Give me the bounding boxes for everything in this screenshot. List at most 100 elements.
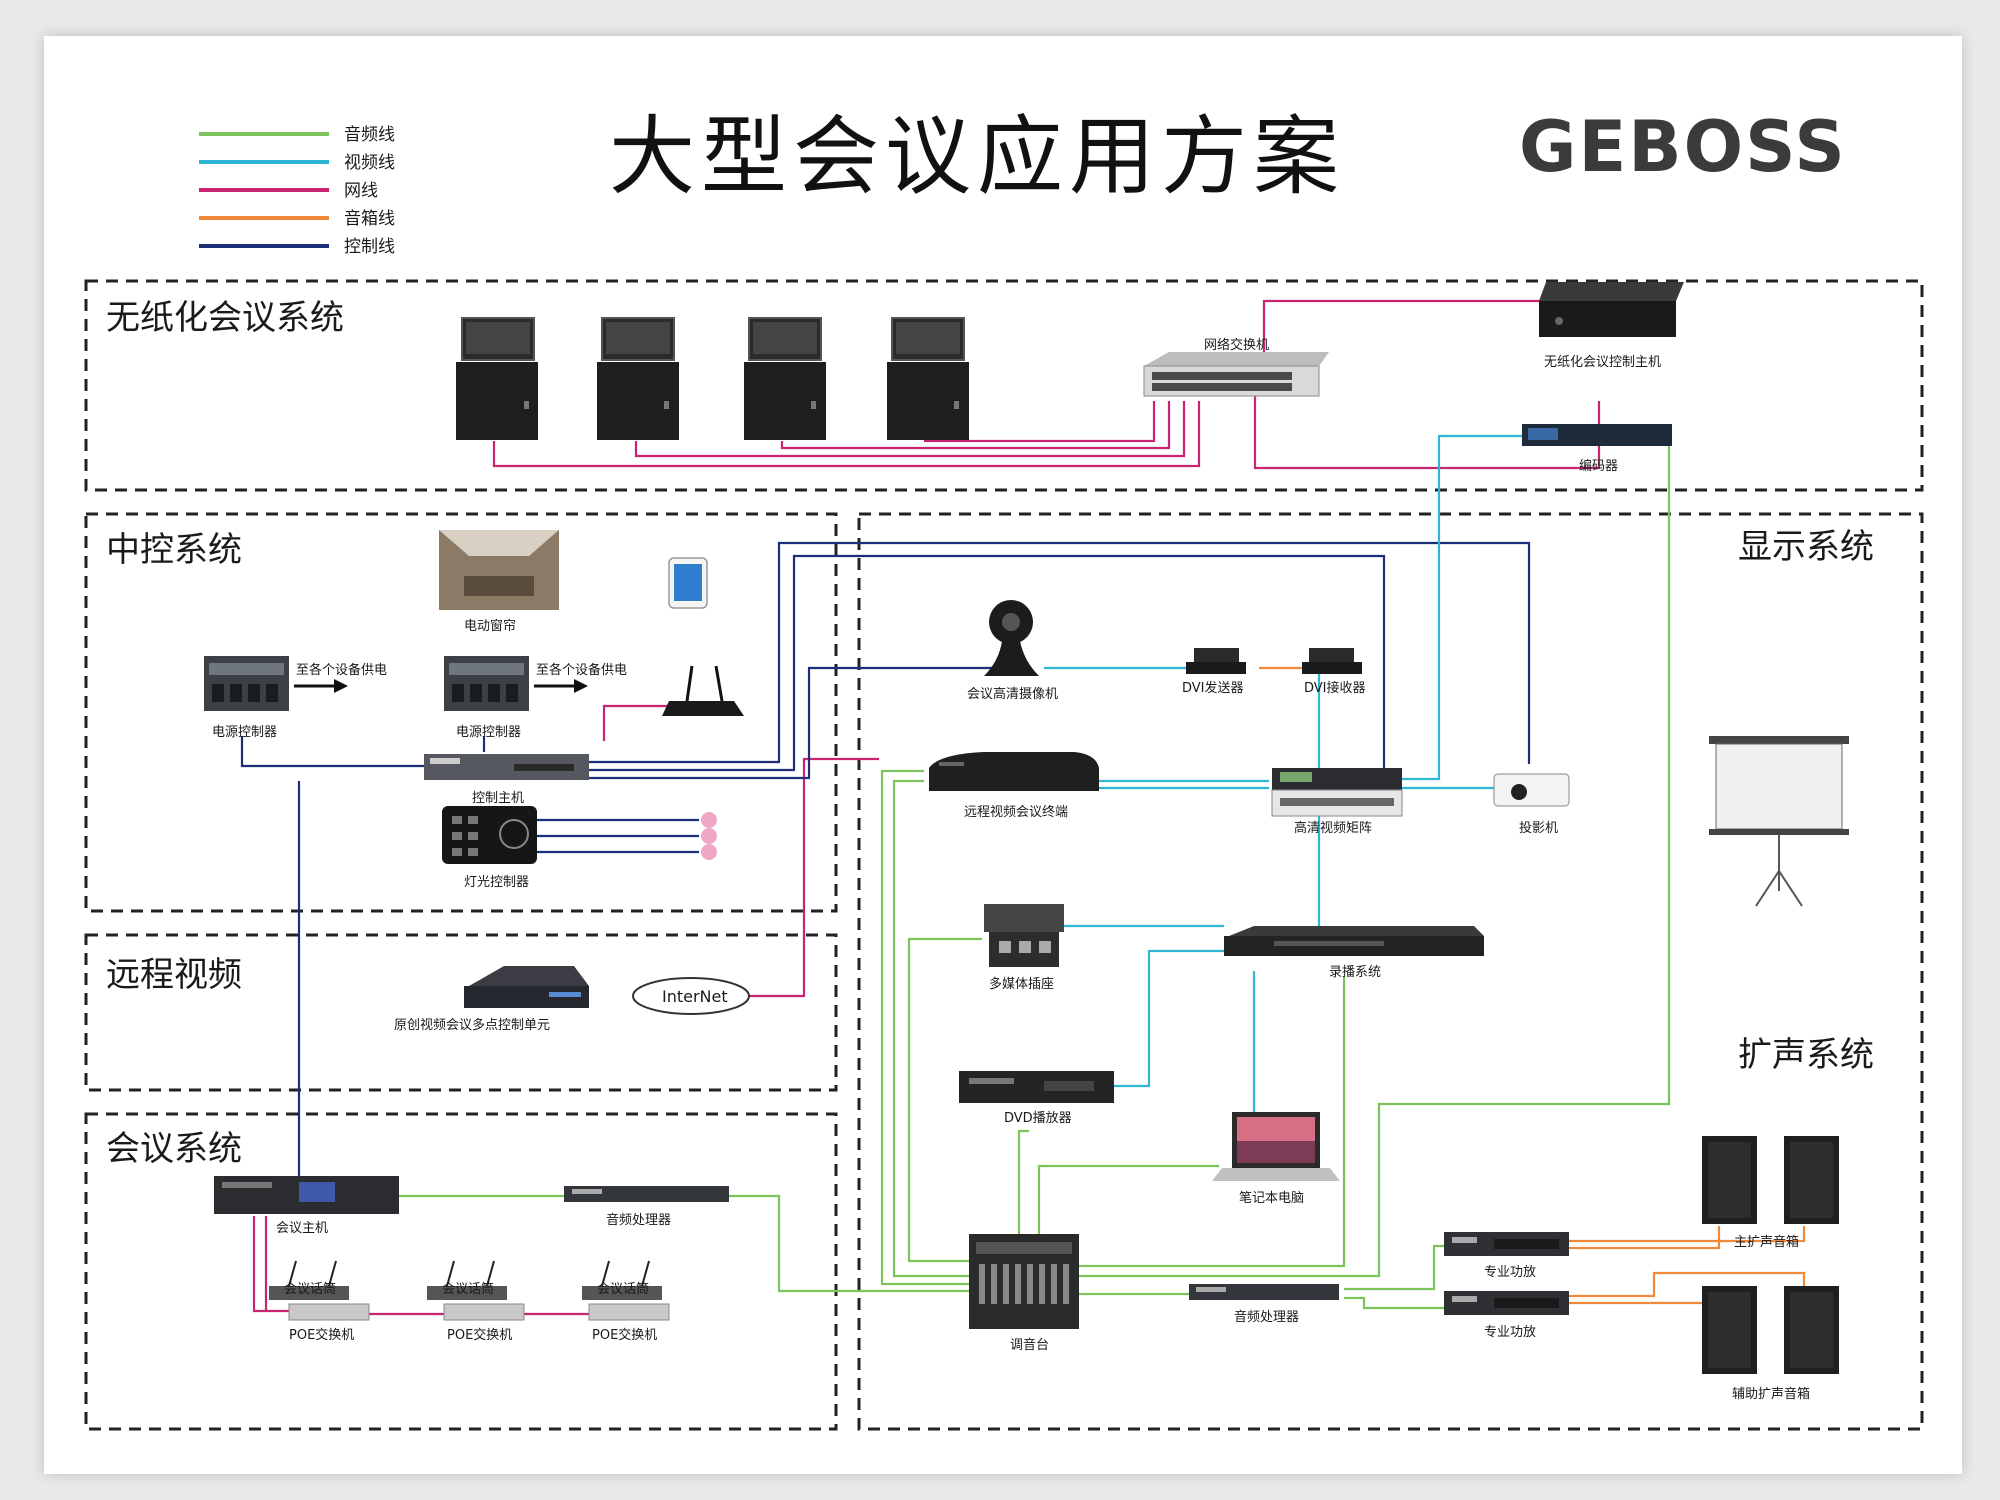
mic-base [269, 1286, 349, 1300]
net-line-screen1 [492, 401, 1201, 468]
paperless-screen-4 [887, 317, 969, 440]
light-bulb-icon [701, 828, 717, 844]
audio-line-procsr-amp2 [1344, 1296, 1444, 1310]
amplifier-2-label: 专业功放 [1484, 1325, 1536, 1340]
recording-system: 录播系统 [1224, 926, 1484, 980]
poe-2-label: POE交换机 [447, 1327, 512, 1343]
encoder-label: 编码器 [1579, 459, 1618, 474]
dvd-player: DVD播放器 [959, 1071, 1114, 1126]
ctrl-line-camera [589, 666, 994, 780]
mcu-unit: 原创视频会议多点控制单元 [394, 966, 589, 1033]
net-line-screen2 [634, 401, 1186, 458]
tablet-image [668, 557, 708, 609]
legend-network-label: 网线 [344, 181, 378, 201]
control-host: 控制主机 [424, 754, 589, 806]
poe-3-label: POE交换机 [592, 1327, 657, 1343]
section-paperless-title: 无纸化会议系统 [106, 298, 344, 338]
paperless-screen-3 [744, 317, 826, 440]
audio-line-mixer-terminal-b [880, 769, 969, 1286]
audio-line-mixer-terminal-a [892, 779, 969, 1278]
hd-camera-label: 会议高清摄像机 [967, 686, 1058, 702]
audio-processor-2-label: 音频处理器 [1234, 1309, 1299, 1325]
power-controller-2-label: 电源控制器 [456, 725, 521, 740]
video-line-matrix-encoder [1399, 434, 1524, 781]
paperless-host-label: 无纸化会议控制主机 [1544, 355, 1661, 370]
projector-label: 投影机 [1519, 820, 1558, 836]
audio-line-mixer-encoder [1079, 436, 1671, 1278]
dvi-transmitter: DVI发送器 [1182, 648, 1246, 696]
mic-group-3: 会议话筒 POE交换机 [582, 1260, 670, 1343]
laptop: 笔记本电脑 [1212, 1112, 1340, 1206]
hd-video-matrix: 高清视频矩阵 [1271, 768, 1403, 836]
wifi-router [662, 665, 744, 716]
paperless-screen-1 [456, 317, 538, 440]
legend-control-label: 控制线 [344, 237, 395, 257]
dvi-receiver: DVI接收器 [1302, 648, 1366, 696]
ctrl-line-matrix [589, 554, 1386, 772]
curtain-photo: 电动窗帘 [439, 530, 559, 634]
spk-line-amp2-aux-a [1569, 1271, 1806, 1298]
audio-line-mixer-laptop [1037, 1164, 1219, 1246]
poe-1-label: POE交换机 [289, 1327, 354, 1343]
internet-label: InterNet [662, 987, 728, 1006]
power-note-2: 至各个设备供电 [536, 662, 627, 678]
amplifier-1-label: 专业功放 [1484, 1265, 1536, 1280]
amplifier-1: 专业功放 [1444, 1232, 1569, 1280]
recording-system-label: 录播系统 [1329, 965, 1381, 980]
mic-1-label: 会议话筒 [284, 1281, 336, 1297]
light-bulbs [701, 812, 717, 860]
hd-video-matrix-label: 高清视频矩阵 [1294, 820, 1372, 836]
section-paperless-frame [84, 279, 1924, 492]
power-controller-1: 至各个设备供电 电源控制器 [204, 656, 387, 740]
laptop-label: 笔记本电脑 [1239, 1190, 1304, 1206]
mcu-label: 原创视频会议多点控制单元 [394, 1017, 550, 1033]
section-conference-title: 会议系统 [106, 1129, 242, 1169]
audio-processor-1: 音频处理器 [564, 1186, 729, 1228]
power-controller-2: 至各个设备供电 电源控制器 [444, 656, 627, 740]
video-conference-terminal: 远程视频会议终端 [929, 752, 1099, 820]
section-remote-frame [84, 933, 838, 1092]
main-speaker-label: 主扩声音箱 [1734, 1234, 1799, 1250]
mixer: 调音台 [969, 1234, 1079, 1353]
projector: 投影机 [1493, 773, 1570, 836]
section-central-frame [84, 512, 838, 913]
audio-line-mixer-recording [1079, 976, 1346, 1268]
control-host-label: 控制主机 [472, 791, 524, 806]
audio-line-mixer-floorbox [907, 937, 982, 1263]
light-bulb-icon [701, 812, 717, 828]
floor-box: 多媒体插座 [984, 904, 1064, 992]
encoder: 编码器 [1522, 424, 1672, 474]
audio-processor-1-label: 音频处理器 [606, 1212, 671, 1228]
spk-line-amp1-main-b [1569, 1226, 1721, 1250]
power-controller-1-label: 电源控制器 [212, 725, 277, 740]
network-switch: 网络交换机 [1143, 337, 1329, 397]
paperless-host: 无纸化会议控制主机 [1539, 282, 1684, 370]
audio-line-procsr-mixer [724, 1194, 969, 1293]
mic-group-1: 会议话筒 POE交换机 [269, 1260, 370, 1343]
mic-group-2: 会议话筒 POE交换机 [427, 1260, 525, 1343]
projection-screen [1709, 736, 1849, 907]
brand-logo: GEBOSS [1519, 106, 1847, 188]
light-bulb-icon [701, 844, 717, 860]
aux-speaker-label: 辅助扩声音箱 [1732, 1386, 1810, 1402]
hd-camera: 会议高清摄像机 [967, 600, 1058, 702]
legend-speaker-label: 音箱线 [344, 209, 395, 229]
section-display-title: 显示系统 [1738, 527, 1874, 567]
dvd-player-label: DVD播放器 [1004, 1111, 1072, 1126]
dvi-receiver-label: DVI接收器 [1304, 680, 1366, 696]
main-speakers: 主扩声音箱 [1702, 1136, 1839, 1250]
dvi-transmitter-label: DVI发送器 [1182, 680, 1244, 696]
internet-cloud: InterNet [632, 977, 750, 1015]
brand-logo-text: GEBOSS [1519, 106, 1847, 188]
amplifier-2: 专业功放 [1444, 1291, 1569, 1340]
mic-3-label: 会议话筒 [597, 1281, 649, 1297]
section-remote-title: 远程视频 [106, 955, 242, 995]
legend-video-label: 视频线 [344, 153, 395, 173]
section-conference-frame [84, 1112, 838, 1431]
legend: 音频线 视频线 网线 音箱线 控制线 [199, 125, 395, 257]
video-line-floorbox-recording [1052, 924, 1224, 941]
floor-box-label: 多媒体插座 [989, 976, 1054, 992]
net-line-internet [634, 757, 879, 998]
system-diagram: 音频线 视频线 网线 音箱线 控制线 大型会议应用方案 GEBOSS 无纸化会议… [84, 106, 1924, 1431]
audio-line-procsr-amp1 [1344, 1244, 1444, 1291]
